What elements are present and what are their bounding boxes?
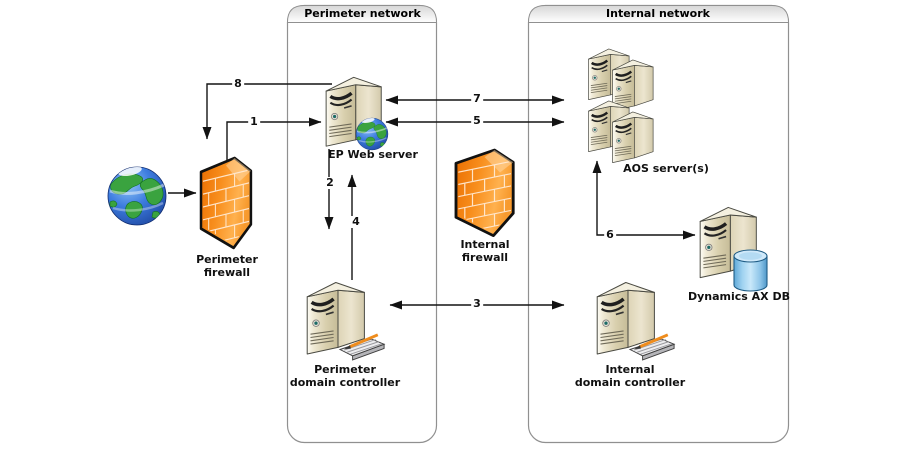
aos-servers-label: AOS server(s) — [623, 162, 709, 175]
internal-firewall-icon — [456, 150, 513, 236]
internal-firewall-label: Internal firewall — [425, 238, 545, 264]
connection-label-1: 1 — [248, 115, 260, 128]
connection-label-7: 7 — [471, 92, 483, 105]
internal-network-title: Internal network — [606, 7, 710, 20]
connection-label-5: 5 — [471, 114, 483, 127]
ep-web-server-icon — [324, 75, 388, 150]
connection-label-8: 8 — [232, 77, 244, 90]
connection-6-arrow — [592, 160, 696, 240]
dynamics-ax-db-label: Dynamics AX DB — [687, 290, 791, 303]
perimeter-dc-label-line1: Perimeter — [314, 363, 376, 376]
internal-domain-controller-label: Internal domain controller — [570, 363, 690, 389]
perimeter-firewall-label: Perimeter firewall — [167, 253, 287, 279]
perimeter-firewall-label-line1: Perimeter — [196, 253, 258, 266]
connection-label-4: 4 — [350, 215, 362, 228]
internal-firewall-label-line1: Internal — [460, 238, 510, 251]
connection-1-arrow — [226, 117, 322, 161]
perimeter-firewall-label-line2: firewall — [203, 266, 251, 280]
connection-label-6: 6 — [604, 228, 616, 241]
internet-globe-icon — [108, 164, 166, 225]
internal-dc-label-line1: Internal — [605, 363, 655, 376]
perimeter-network-title: Perimeter network — [304, 7, 421, 20]
connection-8-arrow — [202, 83, 332, 140]
perimeter-dc-label-line2: domain controller — [289, 376, 401, 390]
internal-dc-label-line2: domain controller — [574, 376, 686, 390]
ep-web-server-label: EP Web server — [328, 148, 418, 161]
connection-label-3: 3 — [471, 297, 483, 310]
perimeter-domain-controller-label: Perimeter domain controller — [285, 363, 405, 389]
perimeter-firewall-icon — [201, 158, 251, 248]
connection-label-2: 2 — [324, 176, 336, 189]
internal-firewall-label-line2: firewall — [461, 251, 509, 265]
